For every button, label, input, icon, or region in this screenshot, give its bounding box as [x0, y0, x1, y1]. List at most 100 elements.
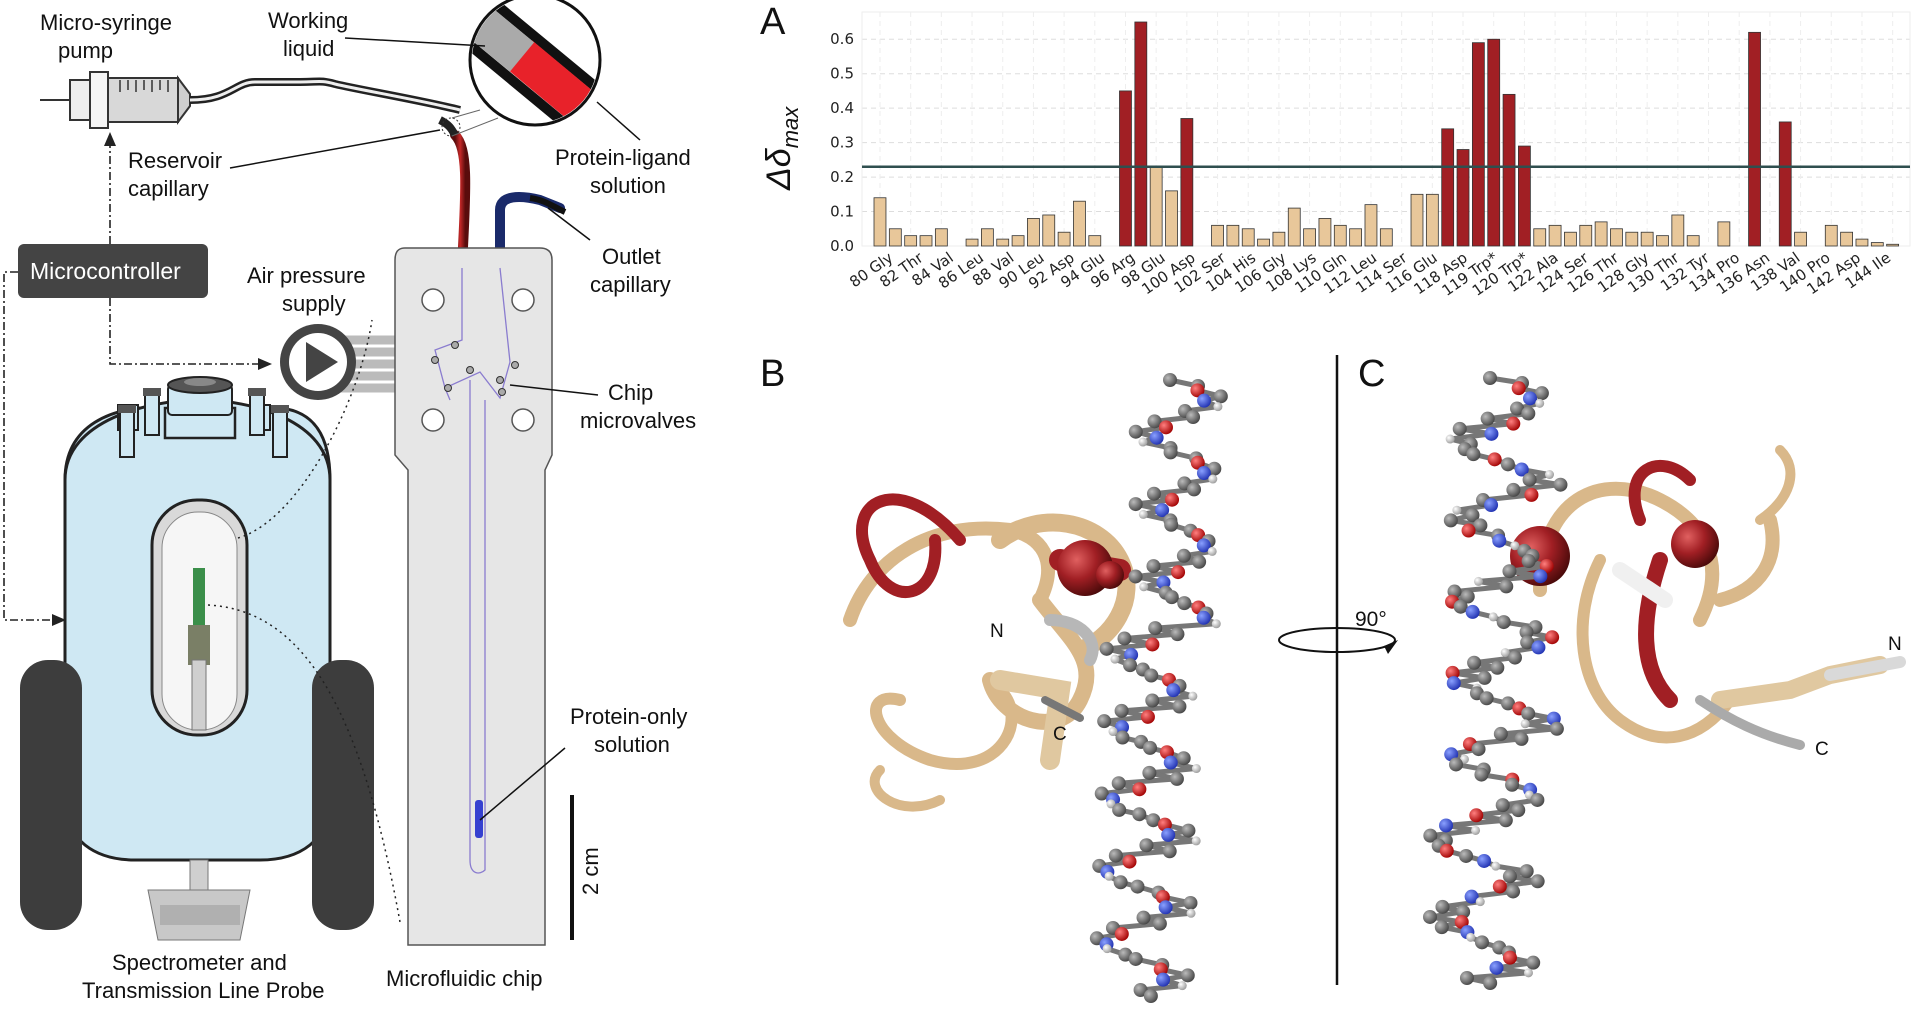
- atom: [1196, 466, 1211, 481]
- atom: [1163, 755, 1178, 770]
- atom: [1164, 590, 1179, 605]
- atom: [1514, 731, 1529, 746]
- atom: [1492, 533, 1507, 548]
- atom: [1510, 541, 1520, 551]
- atom: [1459, 971, 1474, 985]
- structure-b: N C: [843, 373, 1228, 1003]
- atom: [1196, 538, 1211, 553]
- bar: [1870, 242, 1884, 247]
- atom: [1148, 621, 1163, 636]
- atom: [1496, 615, 1511, 630]
- atom: [1506, 482, 1521, 497]
- bond: [1146, 838, 1197, 848]
- bar: [919, 235, 933, 247]
- bar: [1226, 224, 1240, 247]
- atom: [1445, 434, 1455, 444]
- atom: [1489, 960, 1504, 975]
- atom: [1523, 968, 1533, 978]
- syringe-icon: [40, 71, 191, 129]
- atom: [1176, 548, 1191, 563]
- bar: [1671, 214, 1685, 247]
- atom: [1505, 777, 1520, 792]
- atom: [1196, 610, 1211, 625]
- bar: [1855, 238, 1869, 247]
- atom: [1146, 486, 1161, 501]
- atom: [1111, 776, 1126, 791]
- atom: [1114, 703, 1129, 718]
- bond: [1445, 817, 1507, 828]
- magnified-capillary-inset: [451, 0, 602, 137]
- atom: [1484, 498, 1499, 513]
- atom: [1479, 691, 1494, 706]
- atom: [1180, 968, 1195, 983]
- atom: [1158, 900, 1173, 915]
- bar: [1610, 228, 1623, 247]
- atom: [1511, 803, 1526, 818]
- bar: [1134, 21, 1148, 247]
- atom: [1192, 554, 1207, 569]
- atom: [1140, 709, 1155, 724]
- atom: [1139, 838, 1154, 853]
- panel-letter-c: C: [1358, 353, 1385, 395]
- atom: [1545, 630, 1560, 645]
- atom: [1500, 457, 1515, 472]
- atom: [1133, 983, 1148, 997]
- bar: [1241, 228, 1255, 247]
- atom: [1130, 879, 1145, 894]
- bar: [1257, 238, 1270, 247]
- atom: [1453, 599, 1468, 614]
- atom: [1423, 828, 1438, 843]
- bar: [1042, 214, 1056, 247]
- atom: [1147, 414, 1162, 429]
- atom: [1108, 848, 1123, 863]
- c-n-terminus-label: N: [1888, 634, 1902, 655]
- y-tick-label: 0.4: [830, 99, 854, 117]
- atom: [1177, 596, 1192, 611]
- atom: [1493, 726, 1508, 741]
- spectrometer-magnet: [20, 376, 374, 941]
- atom: [1520, 635, 1535, 650]
- bar: [1625, 231, 1639, 247]
- atom: [1499, 579, 1514, 594]
- atom: [1465, 604, 1480, 619]
- atom: [1460, 589, 1475, 604]
- atom: [1465, 508, 1480, 523]
- rotation-label: 90°: [1355, 608, 1387, 631]
- atom: [1452, 421, 1467, 436]
- microcontroller-label: Microcontroller: [30, 258, 181, 284]
- atom: [1112, 802, 1127, 817]
- bar: [1425, 193, 1439, 247]
- bar: [1211, 224, 1224, 247]
- bar: [1272, 231, 1286, 247]
- atom: [1136, 910, 1151, 925]
- atom: [1186, 908, 1196, 918]
- atom: [1483, 976, 1498, 990]
- bar: [873, 197, 887, 247]
- atom: [1526, 955, 1541, 970]
- c-c-terminus-label: C: [1815, 739, 1829, 760]
- atom: [1183, 895, 1198, 910]
- bond: [1430, 827, 1476, 839]
- bar: [934, 228, 948, 247]
- atom: [1207, 546, 1217, 556]
- atom: [1484, 426, 1499, 441]
- bar: [1073, 200, 1086, 247]
- atom: [1439, 818, 1454, 833]
- atom: [1454, 914, 1469, 929]
- chart-ylabel: Δδmax: [760, 106, 803, 191]
- bar: [1487, 38, 1501, 247]
- bar: [1502, 93, 1516, 247]
- bond: [1115, 848, 1170, 859]
- bond: [1106, 641, 1153, 652]
- bar: [1656, 235, 1669, 247]
- atom: [1128, 424, 1143, 439]
- atom: [1123, 658, 1138, 673]
- atom: [1521, 706, 1536, 721]
- bar: [1564, 231, 1577, 247]
- bar: [1379, 228, 1393, 247]
